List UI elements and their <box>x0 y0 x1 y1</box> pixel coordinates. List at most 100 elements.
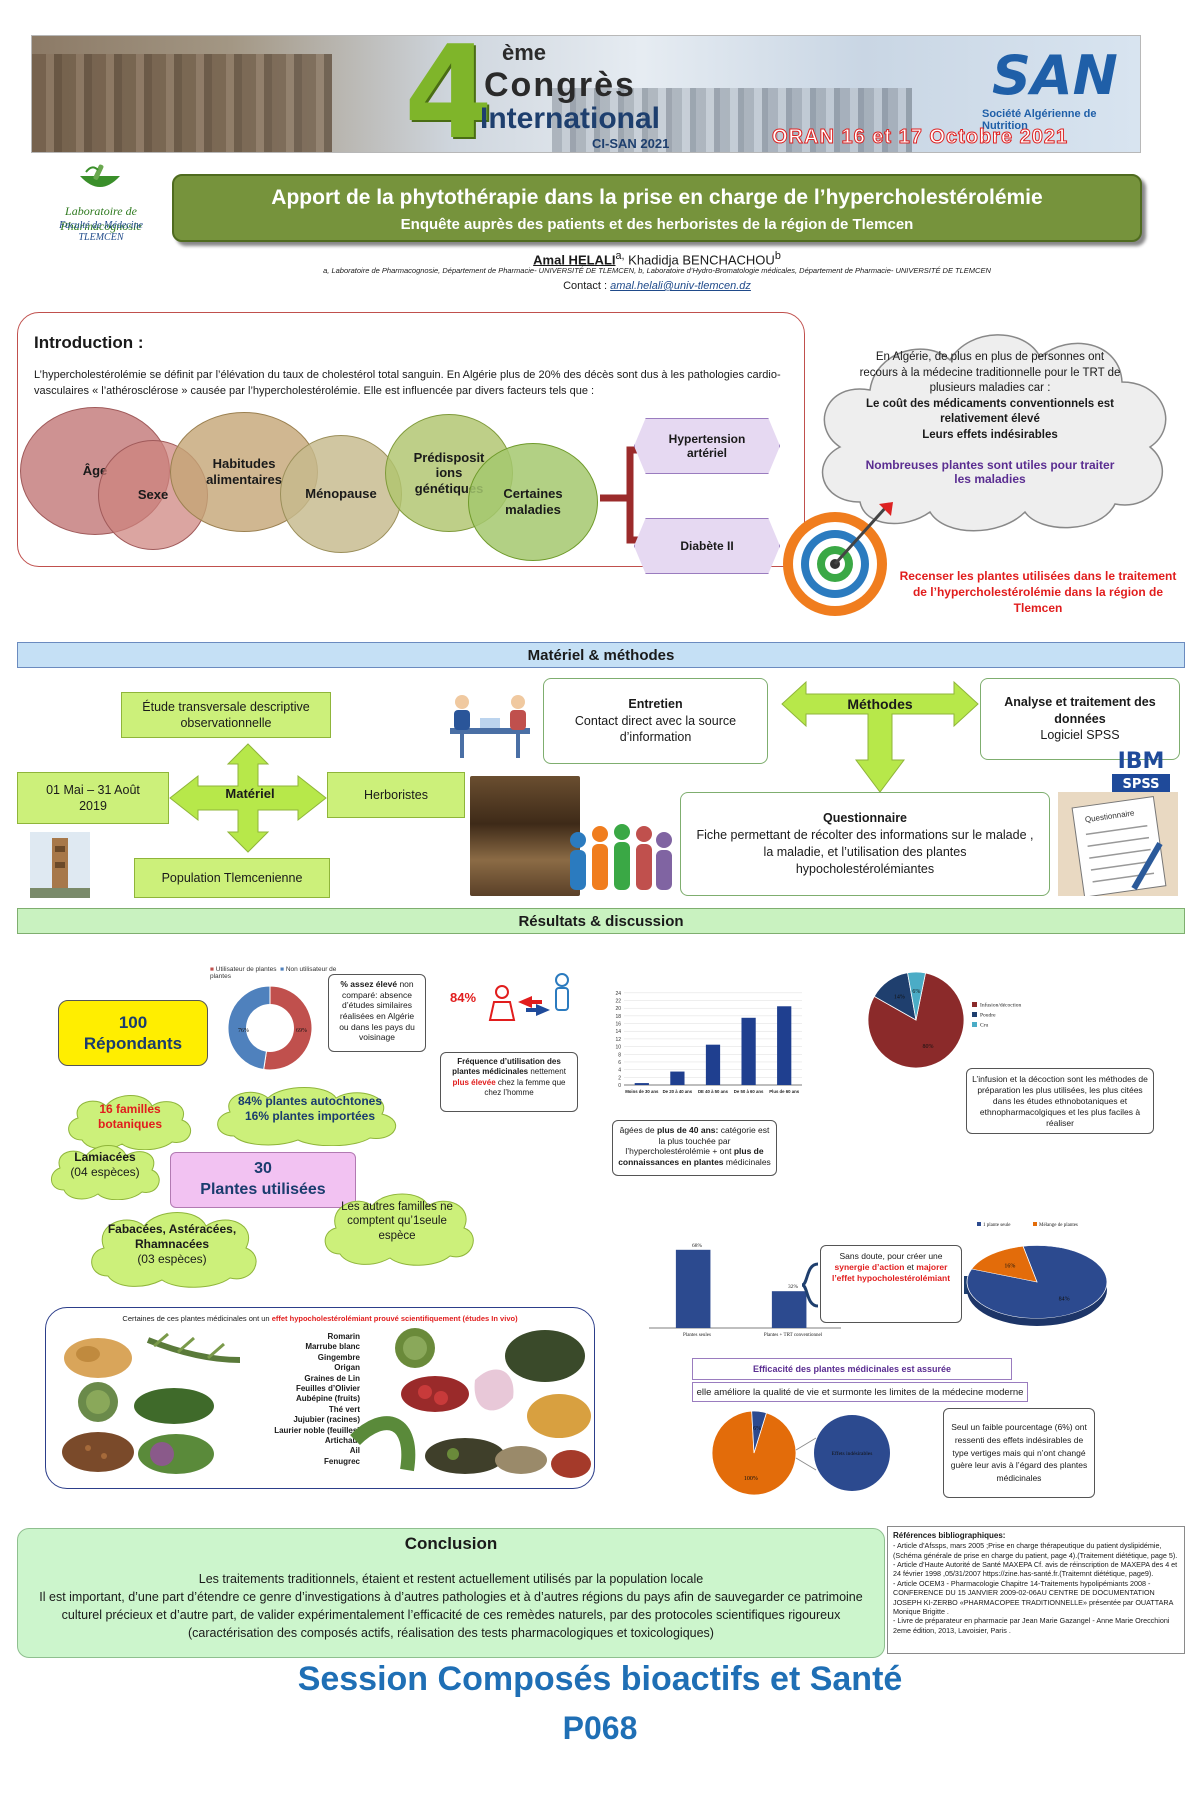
age-ytick: 20 <box>615 1006 621 1012</box>
freq-text-3: plus élevée <box>452 1077 496 1087</box>
age-note-1: âgées de <box>619 1125 657 1135</box>
age-note-5: médicinales <box>723 1156 771 1167</box>
study-type-label: Étude transversale descriptive observati… <box>142 699 310 730</box>
mix-legend-swatch <box>1033 1222 1037 1226</box>
note-assez-eleve: % assez élevé non comparé: absence d’étu… <box>328 974 426 1052</box>
herboristes-box: Herboristes <box>327 772 465 818</box>
synergy-3: et <box>904 1262 917 1273</box>
age-bar <box>634 1083 649 1085</box>
synergy-1: Sans doute, pour créer une <box>839 1251 943 1261</box>
donut-legend-1: Utilisateur de plantes <box>215 966 277 973</box>
age-ytick: 10 <box>615 1045 621 1051</box>
cloud-reason-2: Leurs effets indésirables <box>922 428 1058 441</box>
donut-label: 76% <box>238 1028 249 1034</box>
herboristes-label: Herboristes <box>364 787 428 802</box>
banner-line2: International <box>480 102 661 135</box>
age-note-4: plus de connaissances en plantes <box>618 1146 764 1167</box>
trt-bar <box>675 1249 711 1328</box>
cloud-shape <box>821 334 1167 532</box>
section-results-bar: Résultats & discussion <box>17 908 1185 934</box>
side-effects-circle <box>814 1415 890 1491</box>
cloud-intro: En Algérie, de plus en plus de personnes… <box>859 351 1121 395</box>
age-xtick: De 20 à 40 ans <box>663 1089 693 1094</box>
cloud-text: En Algérie, de plus en plus de personnes… <box>858 350 1122 443</box>
analyse-text: Logiciel SPSS <box>1040 728 1120 743</box>
families-cloud <box>68 1095 192 1150</box>
age-ytick: 6 <box>618 1060 621 1066</box>
study-dates-label: 01 Mai – 31 Août 2019 <box>46 782 140 813</box>
author-1: Amal HELALI <box>533 252 616 268</box>
banner-superscript: ème <box>502 40 547 65</box>
lab-logo: Laboratoire de Pharmacognosie Faculté de… <box>36 162 166 243</box>
poster-code: P068 <box>562 1710 638 1746</box>
plant-list-item: Thé vert <box>328 1404 360 1414</box>
conclusion-title: Conclusion <box>404 1534 498 1553</box>
reference-item: - Article d’Afssps, mars 2005 ;Prise en … <box>893 1541 1178 1560</box>
plants-effect-heading: Certaines de ces plantes médicinales ont… <box>60 1314 580 1323</box>
population-label: Population Tlemcenienne <box>161 870 303 885</box>
synergy-2: synergie d’action <box>834 1262 905 1273</box>
age-note-3: catégorie est la plus touchée par l’hype… <box>625 1125 770 1157</box>
plant-list-item: Graines de Lin <box>304 1373 360 1383</box>
prep-legend-label: Infusion/décoction <box>980 1002 1021 1009</box>
mortar-icon <box>80 164 120 187</box>
prep-legend-swatch <box>972 1022 977 1027</box>
side-effects-note: Seul un faible pourcentage (6%) ont ress… <box>943 1408 1095 1498</box>
prep-slice <box>867 972 965 1069</box>
mix-legend-label: Mélange de plantes <box>1039 1223 1078 1228</box>
origin-1: 84% plantes autochtones <box>237 1094 383 1108</box>
banner-city-photo-right <box>552 88 912 152</box>
efficacy-title-text: Efficacité des plantes médicinales est a… <box>752 1364 952 1374</box>
age-bar <box>705 1044 721 1085</box>
age-bar <box>741 1017 756 1085</box>
contact-email-link[interactable]: amal.helali@univ-tlemcen.dz <box>610 280 751 292</box>
side-connector <box>795 1437 817 1451</box>
prep-legend-label: Poudre <box>980 1013 996 1019</box>
fabacees-3: (03 espèces) <box>137 1252 207 1266</box>
poster-subtitle: Enquête auprès des patients et des herbo… <box>400 216 914 233</box>
prep-legend-swatch <box>972 1002 977 1007</box>
plant-list-item: Ail <box>349 1446 360 1456</box>
poster-title: Apport de la phytothérapie dans la prise… <box>271 186 1043 209</box>
entretien-text: Contact direct avec la source d’informat… <box>574 713 737 745</box>
age-ytick: 8 <box>618 1052 621 1058</box>
factor-menopause: Ménopause <box>280 435 402 553</box>
lamiacees-cloud <box>51 1145 160 1200</box>
plant-list-item: Gingembre <box>317 1352 360 1362</box>
side-effects-note-text: Seul un faible pourcentage (6%) ont ress… <box>950 1422 1088 1484</box>
origin-2: 16% plantes importées <box>244 1109 376 1123</box>
methodes-arrow <box>781 680 979 793</box>
plant-list-item: Jujubier (racines) <box>293 1415 360 1425</box>
other-families-cloud <box>324 1193 474 1266</box>
analyse-title: Analyse et traitement des données <box>1004 694 1156 726</box>
poster-title-box: Apport de la phytothérapie dans la prise… <box>172 174 1142 242</box>
age-bar <box>670 1071 685 1085</box>
age-xtick: De 50 à 60 ans <box>734 1089 764 1094</box>
trt-bar <box>771 1291 807 1328</box>
questionnaire-box: Questionnaire Fiche permettant de récolt… <box>680 792 1050 896</box>
age-xtick: Plus de 60 ans <box>769 1089 799 1094</box>
interview-illustration <box>450 695 530 758</box>
note-assez-lead: % assez élevé <box>340 979 398 989</box>
author-1-sup: a, <box>615 250 625 262</box>
section-methods-title: Matériel & méthodes <box>527 646 675 664</box>
lamiacees-2: (04 espèces) <box>70 1165 140 1179</box>
analyse-box: Analyse et traitement des données Logici… <box>980 678 1180 760</box>
infusion-note: L’infusion et la décoction sont les méth… <box>966 1068 1154 1134</box>
banner-line1: Congrès <box>484 66 636 104</box>
session-title: Session Composés bioactifs et Santé <box>297 1660 903 1698</box>
factor-menopause-label: Ménopause <box>305 486 377 502</box>
trt-xtick: Plantes seules <box>683 1333 711 1338</box>
tlemcen-minaret-photo <box>30 832 90 898</box>
authors-line: Amal HELALIa, Khadidja BENCHACHOUb <box>172 250 1142 267</box>
lamiacees-label: Lamiacées (04 espèces) <box>54 1150 156 1180</box>
age-ytick: 22 <box>615 999 621 1005</box>
conclusion-box <box>17 1528 885 1658</box>
san-logo: SAN <box>992 44 1118 107</box>
plants-head-1: Certaines de ces plantes médicinales ont… <box>122 1314 272 1323</box>
women-men-icon <box>488 973 569 1021</box>
women-percent: 84% <box>450 990 477 1005</box>
disease-diabete: Diabète II <box>634 518 780 574</box>
age-ytick: 24 <box>615 991 621 997</box>
